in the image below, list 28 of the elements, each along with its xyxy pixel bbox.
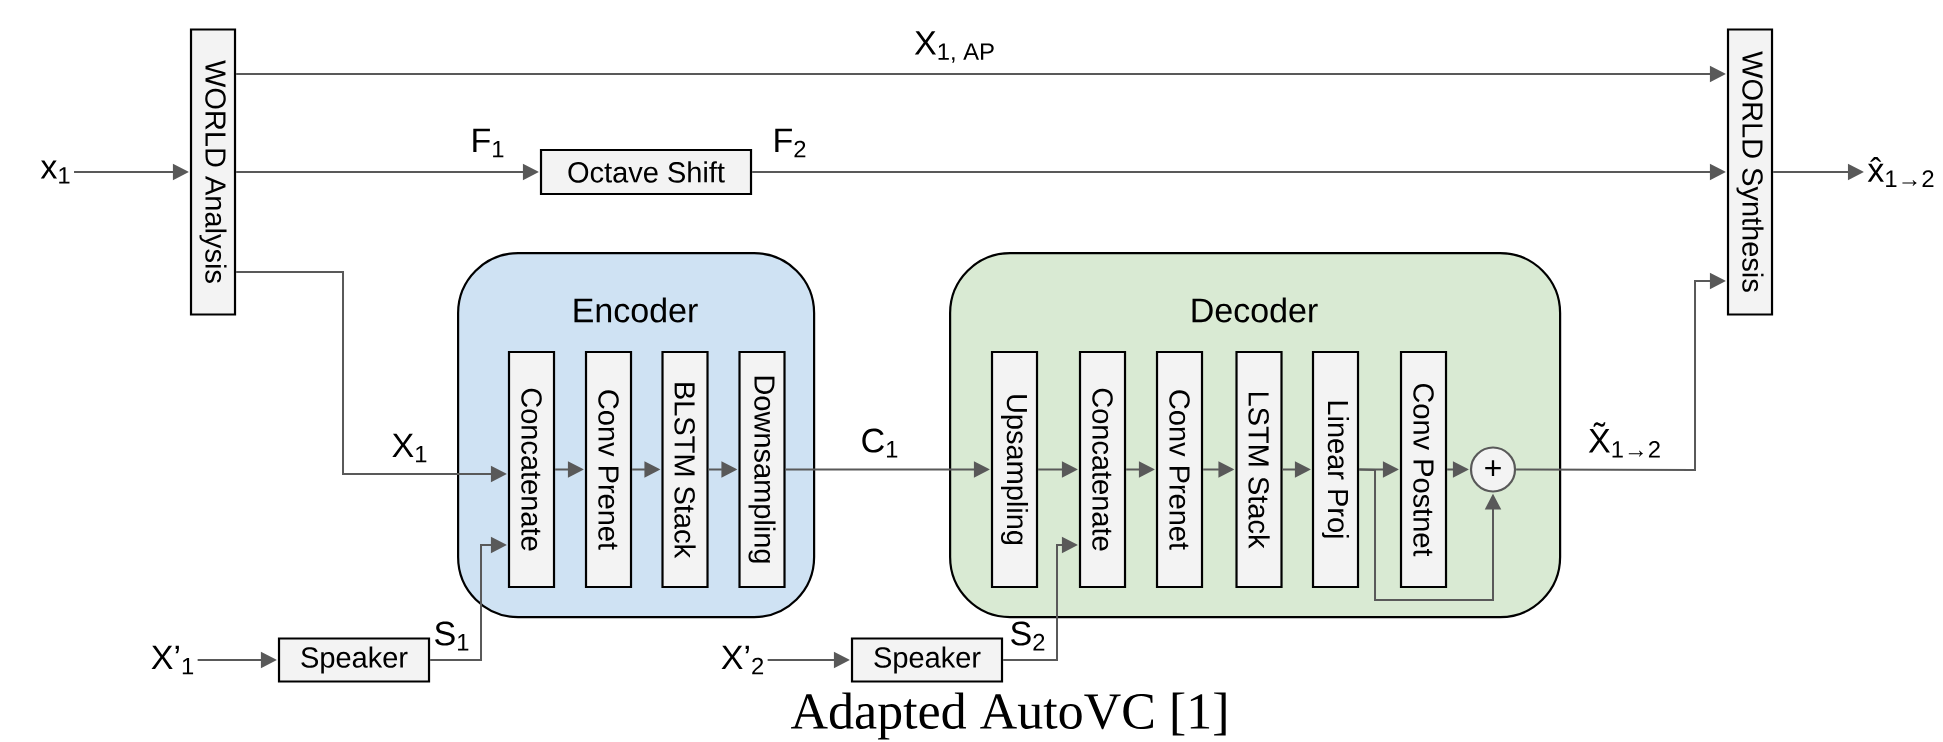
process-box: Upsampling <box>990 350 1039 589</box>
process-box: Conv Prenet <box>1155 350 1204 589</box>
edge-label: X̃$_{1→2}$ <box>1586 420 1664 460</box>
process-box: BLSTM Stack <box>661 350 709 589</box>
signal-label: x$_{1}$ <box>40 160 70 184</box>
process-box: WORLD Analysis <box>189 28 237 316</box>
process-box: LSTM Stack <box>1235 350 1283 589</box>
edge-label: C$_{1}$ <box>858 426 902 460</box>
signal-label: X’$_{1}$ <box>151 645 194 675</box>
process-box: Conv Prenet <box>584 350 633 589</box>
process-box: Linear Proj <box>1311 350 1360 589</box>
edge-label: X$_{1}$ <box>389 431 431 465</box>
edge-label: X$_{1, AP}$ <box>912 29 998 65</box>
process-box: Speaker <box>277 637 431 683</box>
process-box: Concatenate <box>507 350 556 589</box>
edge-label: S$_{2}$ <box>1007 619 1049 653</box>
signal-label: X’$_{2}$ <box>721 645 764 675</box>
edge-label: F$_{1}$ <box>468 126 508 160</box>
signal-label: x̂$_{1→2}$ <box>1867 157 1934 187</box>
caption: Adapted AutoVC [1] <box>791 692 1226 740</box>
edge-label: F$_{2}$ <box>770 126 810 160</box>
process-box: Concatenate <box>1078 350 1127 589</box>
process-box: Octave Shift <box>539 148 753 196</box>
process-box: WORLD Synthesis <box>1726 28 1774 316</box>
edge-label: S$_{1}$ <box>431 619 473 653</box>
process-box: Downsampling <box>738 350 786 589</box>
process-box: Conv Postnet <box>1399 350 1448 589</box>
process-box: Speaker <box>850 637 1004 683</box>
